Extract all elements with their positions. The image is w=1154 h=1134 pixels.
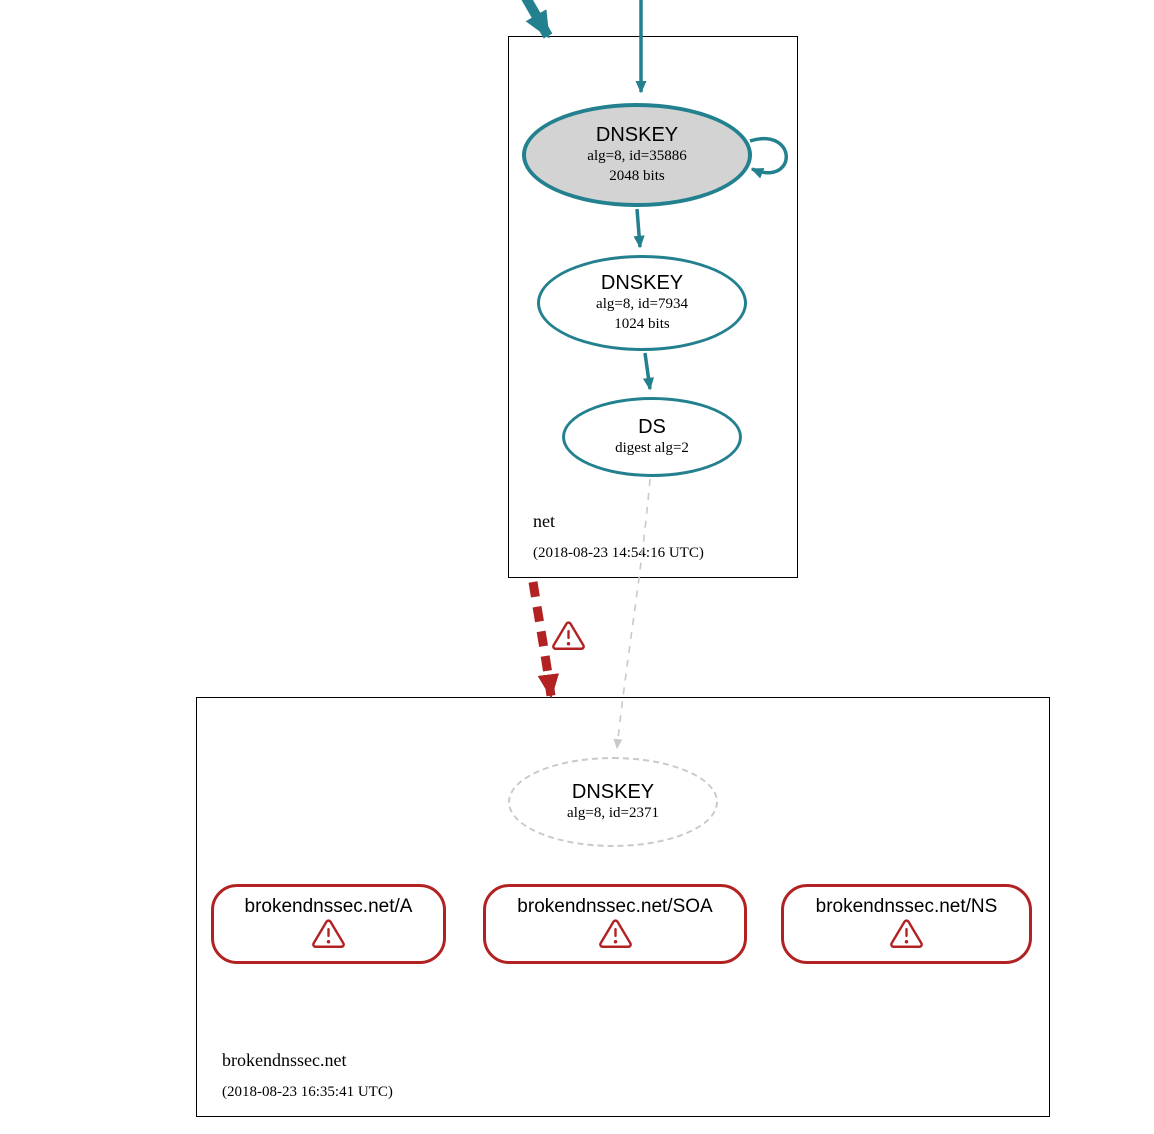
node-title: DS bbox=[638, 415, 666, 438]
zone-timestamp: (2018-08-23 16:35:41 UTC) bbox=[222, 1084, 393, 1100]
node-detail: alg=8, id=2371 bbox=[567, 804, 659, 821]
node-title: DNSKEY bbox=[595, 124, 679, 146]
node-title: DNSKEY bbox=[571, 780, 655, 803]
rrset-label: brokendnssec.net/NS bbox=[815, 896, 998, 917]
warning-icon bbox=[552, 620, 585, 650]
node-detail: 2048 bits bbox=[609, 167, 665, 184]
node-ds: DS digest alg=2 bbox=[562, 397, 742, 477]
node-detail: 1024 bits bbox=[614, 315, 670, 332]
warning-icon bbox=[890, 918, 923, 948]
node-dnskey-ksk-35886: DNSKEY alg=8, id=35886 2048 bits bbox=[522, 103, 752, 207]
node-detail: digest alg=2 bbox=[615, 439, 689, 456]
rrset-ns: brokendnssec.net/NS bbox=[781, 884, 1032, 964]
node-detail: alg=8, id=7934 bbox=[596, 296, 688, 312]
edge-bogus-delegation bbox=[528, 581, 560, 699]
warning-icon bbox=[598, 918, 632, 948]
node-detail: alg=8, id=35886 bbox=[587, 148, 687, 164]
zone-name: brokendnssec.net bbox=[222, 1050, 347, 1070]
edge-parent-thick-arrow bbox=[521, 0, 553, 39]
warning-icon bbox=[312, 918, 345, 948]
node-dnskey-zsk-7934: DNSKEY alg=8, id=7934 1024 bits bbox=[537, 255, 747, 351]
rrset-a: brokendnssec.net/A bbox=[211, 884, 446, 964]
node-title: DNSKEY bbox=[600, 272, 684, 294]
rrset-soa: brokendnssec.net/SOA bbox=[483, 884, 747, 964]
rrset-label: brokendnssec.net/SOA bbox=[517, 896, 713, 917]
node-dnskey-2371: DNSKEY alg=8, id=2371 bbox=[508, 757, 718, 847]
zone-name: net bbox=[533, 511, 555, 531]
zone-timestamp: (2018-08-23 14:54:16 UTC) bbox=[533, 545, 704, 561]
rrset-label: brokendnssec.net/A bbox=[244, 896, 413, 917]
